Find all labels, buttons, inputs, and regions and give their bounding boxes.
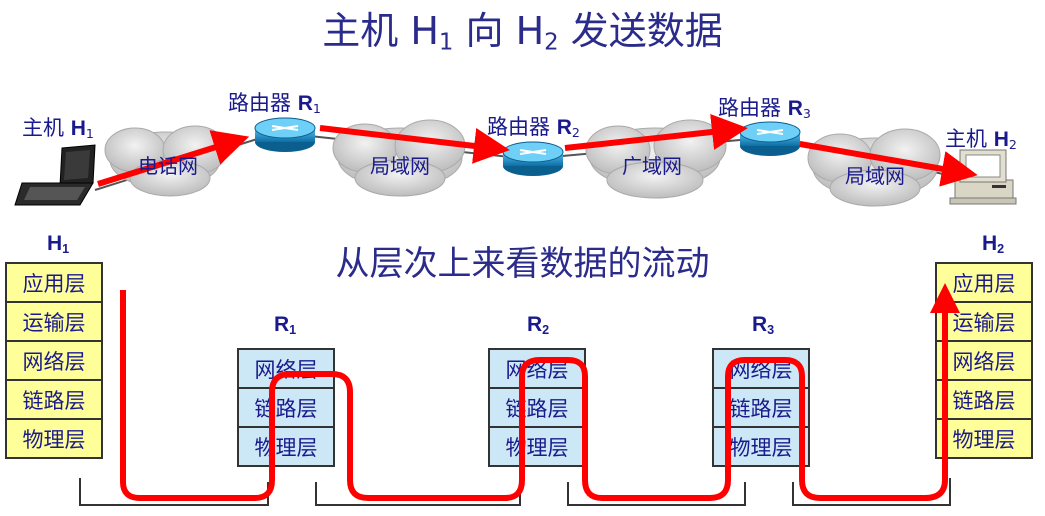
layer-link: 链路层: [5, 379, 103, 420]
layer-physical: 物理层: [237, 426, 335, 467]
router-r3-label: 路由器 R3: [718, 96, 811, 122]
stack-h1: 应用层 运输层 网络层 链路层 物理层: [5, 262, 103, 459]
stack-r2-label: R2: [527, 313, 550, 338]
stack-h2: 应用层 运输层 网络层 链路层 物理层: [935, 262, 1033, 459]
cloud-lan-2: [807, 128, 941, 207]
subtitle: 从层次上来看数据的流动: [335, 244, 710, 284]
layer-network: 网络层: [237, 348, 335, 389]
layer-network: 网络层: [935, 340, 1033, 381]
router-r2-icon: [502, 141, 564, 176]
cloud-label-wan: 广域网: [622, 154, 682, 178]
layer-physical: 物理层: [935, 418, 1033, 459]
router-r1-icon: [254, 117, 316, 152]
router-r1-label: 路由器 R1: [228, 91, 321, 117]
stack-h2-label: H2: [982, 232, 1005, 257]
router-r2-label: 路由器 R2: [487, 115, 580, 141]
cloud-label-lan-1: 局域网: [370, 154, 430, 178]
layer-network: 网络层: [5, 340, 103, 381]
layer-transport: 运输层: [5, 301, 103, 342]
stack-r1-label: R1: [274, 313, 297, 338]
layer-link: 链路层: [488, 387, 586, 428]
layer-link: 链路层: [237, 387, 335, 428]
router-r3-icon: [739, 121, 801, 156]
host-h1-label: 主机 H1: [22, 116, 94, 142]
layer-application: 应用层: [935, 262, 1033, 303]
layer-application: 应用层: [5, 262, 103, 303]
cloud-label-lan-2: 局域网: [845, 164, 905, 188]
main-title: 主机 H1 向 H2 发送数据: [322, 9, 723, 56]
layer-physical: 物理层: [488, 426, 586, 467]
stack-r3-label: R3: [752, 313, 775, 338]
top-flow-arrows: [97, 114, 978, 187]
stack-r1: 网络层 链路层 物理层: [237, 348, 335, 467]
cloud-label-phone: 电话网: [138, 154, 198, 178]
stack-h1-label: H1: [47, 232, 70, 257]
layer-physical: 物理层: [5, 418, 103, 459]
host-h2-label: 主机 H2: [945, 127, 1017, 153]
laptop-icon: [14, 144, 96, 206]
layer-link: 链路层: [935, 379, 1033, 420]
